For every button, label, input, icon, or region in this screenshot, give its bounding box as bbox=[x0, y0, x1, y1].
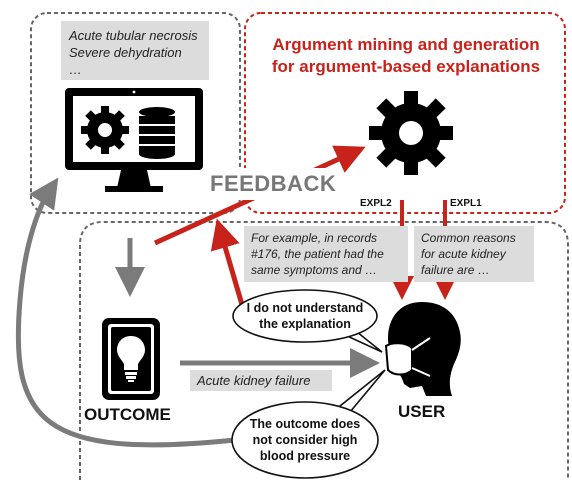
user-to-feedback-arrow bbox=[210, 218, 248, 316]
argument-mining-box bbox=[244, 12, 566, 214]
bubble-bottom: The outcome does not consider high blood… bbox=[240, 416, 370, 464]
expl1-tag: EXPL1 bbox=[450, 198, 482, 209]
bubble-bottom-line-2: not consider high bbox=[252, 433, 358, 447]
gear-icon bbox=[81, 106, 129, 154]
user-head-icon bbox=[384, 302, 461, 396]
argument-title-line-1: Argument mining and generation bbox=[272, 35, 540, 54]
outcome-value: Acute kidney failure bbox=[190, 370, 332, 391]
outcome-label: OUTCOME bbox=[84, 405, 171, 424]
lightbulb-icon bbox=[102, 318, 160, 400]
bubble-bottom-tail bbox=[333, 369, 386, 413]
argument-panel-title: Argument mining and generation for argum… bbox=[262, 34, 550, 78]
computer-monitor-icon bbox=[65, 88, 203, 192]
bubble-bottom-shape bbox=[231, 401, 379, 479]
bubble-top-line-1: I do not understand bbox=[246, 301, 364, 315]
monitor-box bbox=[30, 12, 241, 214]
bubble-bottom-line-1: The outcome does bbox=[249, 417, 361, 431]
bubble-top: I do not understand the explanation bbox=[240, 300, 370, 332]
user-label: USER bbox=[398, 402, 446, 421]
expl1-note: Common reasons for acute kidney failure … bbox=[414, 226, 534, 282]
argument-title-line-2: for argument-based explanations bbox=[271, 57, 541, 76]
feedback-loop-arrow bbox=[15, 177, 236, 448]
bubble-top-shape bbox=[232, 289, 378, 343]
bubble-top-line-2: the explanation bbox=[259, 317, 351, 331]
user-area-box bbox=[79, 221, 569, 480]
monitor-note-line-2: Severe dehydration bbox=[69, 45, 182, 60]
bubble-bottom-line-3: blood pressure bbox=[259, 449, 351, 463]
expl2-note: For example, in records #176, the patien… bbox=[244, 226, 408, 282]
monitor-note: Acute tubular necrosis Severe dehydratio… bbox=[61, 21, 209, 80]
monitor-note-line-3: … bbox=[69, 62, 82, 77]
database-icon bbox=[139, 107, 175, 159]
monitor-note-line-1: Acute tubular necrosis bbox=[69, 28, 198, 43]
expl2-tag: EXPL2 bbox=[360, 198, 392, 209]
gear-icon bbox=[369, 91, 453, 175]
feedback-label: FEEDBACK bbox=[204, 168, 343, 200]
